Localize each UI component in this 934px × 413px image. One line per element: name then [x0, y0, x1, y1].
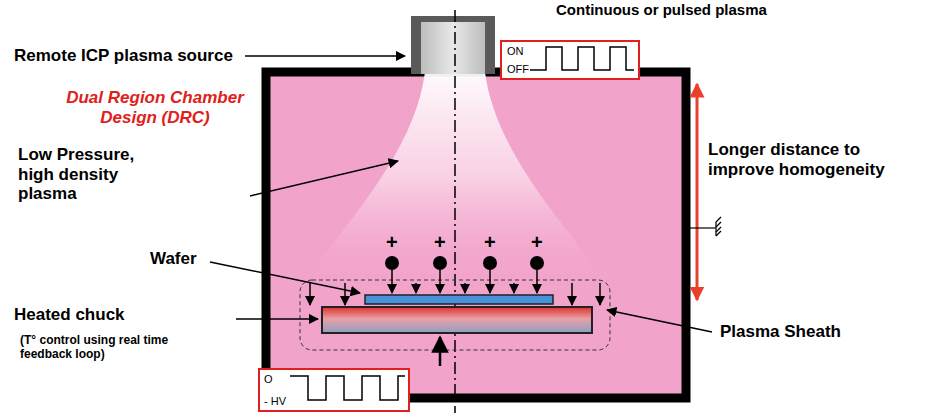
chuck-note: (T° control using real time feedback loo… [20, 333, 185, 362]
ion-charge: + [386, 232, 398, 252]
plasma-label: Low Pressure, high density plasma [18, 145, 153, 204]
distance-label: Longer distance to improve homogeneity [708, 140, 913, 179]
bias-pulse-box: O - HV [258, 368, 410, 412]
ion-charge: + [434, 232, 446, 252]
signal-level: - HV [264, 396, 286, 407]
source-label: Remote ICP plasma source [14, 46, 233, 66]
ion-charge: + [484, 232, 496, 252]
sheath-label: Plasma Sheath [720, 322, 841, 342]
pulse-box: ON OFF [500, 40, 640, 80]
wafer-label: Wafer [150, 249, 197, 269]
signal-level: ON [507, 46, 524, 57]
signal-level: OFF [507, 64, 529, 75]
design-title: Dual Region Chamber Design (DRC) [56, 88, 254, 127]
ion-charge: + [531, 232, 543, 252]
chuck-label: Heated chuck [14, 305, 125, 325]
signal-level: O [264, 374, 273, 385]
caption-text: Continuous or pulsed plasma [556, 1, 767, 18]
